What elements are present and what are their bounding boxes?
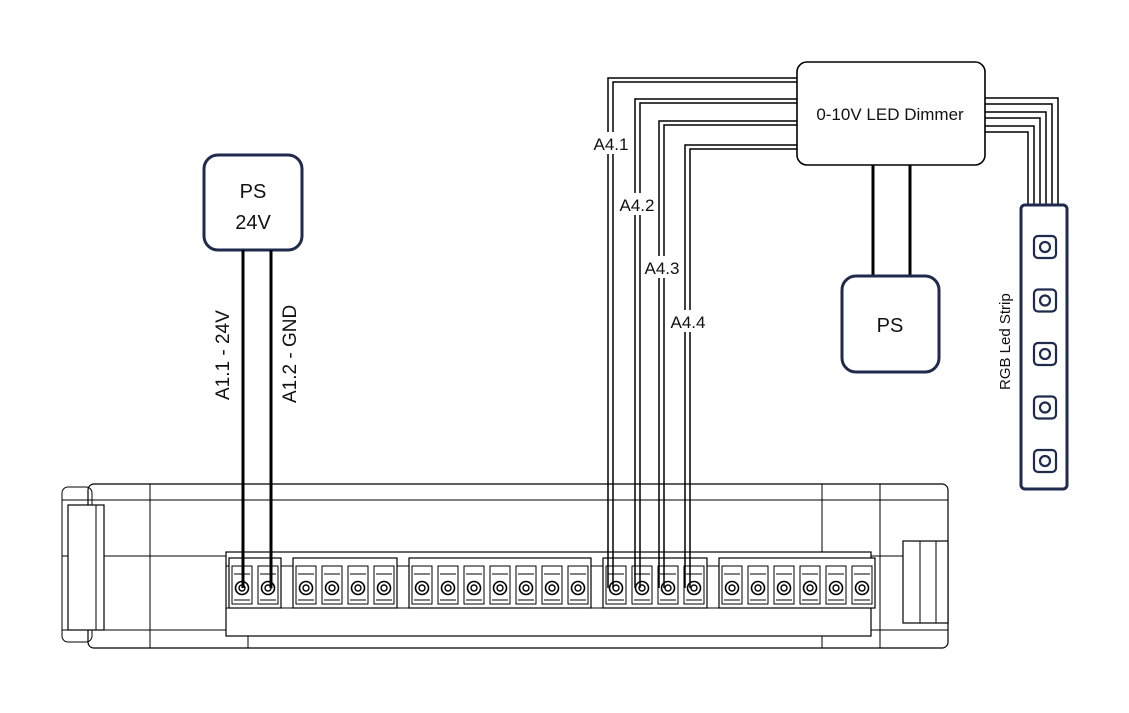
terminal-screw <box>570 580 586 596</box>
controller-device <box>61 483 949 649</box>
terminal-strip <box>228 557 876 609</box>
wire-a4-4-label: A4.4 <box>671 313 706 332</box>
wire-a1-2-label: A1.2 - GND <box>280 305 301 403</box>
wire-a4-3-label: A4.3 <box>645 259 680 278</box>
terminal-screw <box>466 580 482 596</box>
wire-a4-2-label: A4.2 <box>620 196 655 215</box>
led-chip <box>1032 288 1058 313</box>
led-chips <box>1032 234 1058 474</box>
led-chip <box>1032 234 1058 260</box>
terminal-block <box>408 557 592 609</box>
terminal-screw <box>802 580 818 596</box>
led-chip <box>1032 341 1058 367</box>
terminal-screw <box>634 580 650 596</box>
terminal-screw <box>776 580 792 596</box>
terminal-block <box>228 557 282 609</box>
wires-led-strip <box>985 97 1059 205</box>
rgb-led-strip: RGB Led Strip <box>997 203 1069 491</box>
terminal-screw <box>750 580 766 596</box>
label-bg <box>641 256 683 278</box>
wire-a1-1-label: A1.1 - 24V <box>213 310 234 400</box>
wires-a4 <box>607 77 797 588</box>
terminal-screw <box>854 580 870 596</box>
ps2-label: PS <box>877 315 904 337</box>
terminal-block <box>292 557 398 609</box>
led-dimmer: 0-10V LED Dimmer <box>796 61 986 166</box>
led-chip <box>1032 448 1058 474</box>
ps-24v-label-line1: PS <box>240 181 267 203</box>
terminal-block <box>718 557 876 609</box>
terminal-screw <box>324 580 340 596</box>
dimmer-label: 0-10V LED Dimmer <box>816 105 964 124</box>
terminal-screw <box>828 580 844 596</box>
terminal-screw <box>518 580 534 596</box>
led-strip-label: RGB Led Strip <box>997 293 1014 390</box>
terminal-block <box>602 557 708 609</box>
wire-a4-1-label: A4.1 <box>594 135 629 154</box>
terminal-screw <box>608 580 624 596</box>
terminal-screw <box>724 580 740 596</box>
terminal-screw <box>298 580 314 596</box>
terminal-screw <box>440 580 456 596</box>
label-bg <box>667 310 709 332</box>
terminal-screw <box>492 580 508 596</box>
power-supply-2: PS <box>840 274 941 374</box>
ps-24v-label-line2: 24V <box>235 212 271 234</box>
terminal-screw <box>350 580 366 596</box>
label-bg <box>616 193 658 215</box>
terminal-screw <box>544 580 560 596</box>
power-supply-24v: PS 24V <box>202 153 304 252</box>
led-chip <box>1032 395 1058 420</box>
label-bg <box>590 132 632 154</box>
terminal-screw <box>260 580 276 596</box>
terminal-screw <box>376 580 392 596</box>
terminal-screw <box>414 580 430 596</box>
